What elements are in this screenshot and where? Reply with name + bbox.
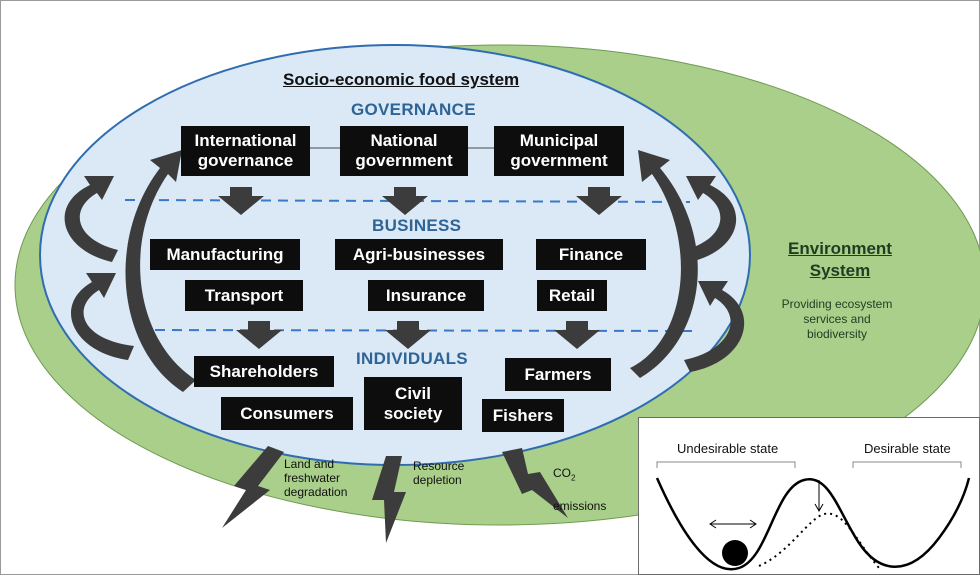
governance-business-divider	[124, 199, 691, 203]
undesirable-bracket	[656, 461, 796, 468]
down-arrow-icon	[554, 321, 600, 349]
transport-box: Transport	[185, 280, 303, 311]
peak-marker-arrowhead	[814, 503, 824, 513]
international-governance-box: International governance	[181, 126, 310, 176]
fishers-box: Fishers	[482, 399, 564, 432]
national-government-box: National government	[340, 126, 468, 176]
state-ball	[722, 540, 748, 566]
lightning-bolt-icon	[222, 446, 284, 528]
co2-subscript: 2	[571, 473, 576, 483]
curved-arrow-icon	[684, 176, 737, 262]
consumers-box: Consumers	[221, 397, 353, 430]
stability-landscape-inset: Undesirable state Desirable state	[638, 417, 980, 575]
finance-box: Finance	[536, 239, 646, 270]
desirable-state-label: Desirable state	[864, 441, 951, 456]
landscape-curve	[655, 477, 971, 571]
co2-prefix: CO	[553, 466, 571, 480]
governance-header: GOVERNANCE	[351, 100, 476, 119]
curved-arrow-icon	[684, 281, 745, 372]
environment-title-line2: System	[809, 261, 871, 280]
agri-businesses-box: Agri-businesses	[335, 239, 503, 270]
co2-suffix: emissions	[553, 499, 607, 514]
altered-landscape-curve	[758, 512, 880, 569]
landscape-drawing	[655, 461, 971, 571]
down-arrow-icon	[218, 187, 264, 215]
down-arrow-icon	[382, 187, 428, 215]
undesirable-state-label: Undesirable state	[677, 441, 779, 456]
resource-depletion-label: Resource depletion	[413, 459, 465, 487]
municipal-government-box: Municipal government	[494, 126, 624, 176]
shareholders-box: Shareholders	[194, 356, 334, 387]
left-feedback-arrows	[64, 150, 196, 392]
perturbation-arrow-right-head	[749, 519, 757, 529]
land-degradation-label: Land and freshwater degradation	[284, 457, 348, 499]
civil-society-box: Civil society	[364, 377, 462, 430]
environment-description: Providing ecosystem services and biodive…	[781, 297, 893, 341]
curved-arrow-icon	[125, 150, 196, 392]
lightning-bolt-icon	[502, 448, 568, 518]
down-arrows-top	[218, 187, 622, 215]
perturbation-arrow-left-head	[709, 519, 717, 529]
impact-bolts	[222, 446, 568, 543]
environment-title-line1: Environment	[788, 239, 892, 258]
manufacturing-box: Manufacturing	[150, 239, 300, 270]
desirable-bracket	[852, 461, 962, 468]
down-arrow-icon	[236, 321, 282, 349]
business-header: BUSINESS	[372, 216, 462, 235]
co2-emissions-label: CO2 emissions	[553, 452, 606, 513]
retail-box: Retail	[537, 280, 607, 311]
individuals-header: INDIVIDUALS	[356, 349, 468, 368]
curved-arrow-icon	[64, 176, 118, 262]
curved-arrow-icon	[71, 273, 134, 360]
curved-arrow-icon	[630, 150, 698, 378]
insurance-box: Insurance	[368, 280, 484, 311]
environment-title: Environment System	[780, 238, 900, 282]
down-arrow-icon	[385, 321, 431, 349]
farmers-box: Farmers	[505, 358, 611, 391]
down-arrows-bottom	[236, 321, 600, 349]
right-feedback-arrows	[630, 150, 745, 378]
diagram-title: Socio-economic food system	[283, 70, 520, 89]
down-arrow-icon	[576, 187, 622, 215]
lightning-bolt-icon	[372, 456, 406, 543]
